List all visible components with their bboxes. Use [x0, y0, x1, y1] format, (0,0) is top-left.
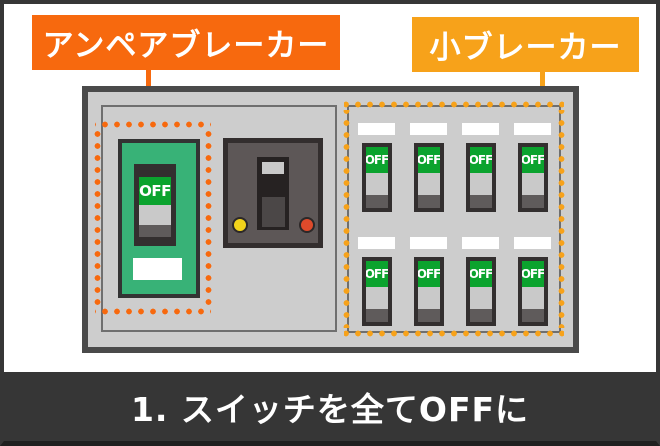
small-breaker-switch: OFF — [361, 143, 392, 212]
small-breakers-row-2: OFF OFF OFF — [358, 237, 551, 326]
main-breaker-red-indicator — [299, 217, 315, 233]
main-breaker-switch-housing — [257, 157, 289, 230]
small-breaker-4: OFF — [514, 123, 551, 212]
small-breaker-toggle-mid — [521, 173, 544, 195]
ampere-breaker-switch-housing: OFF — [134, 164, 176, 246]
small-breaker-1: OFF — [358, 123, 395, 212]
small-breaker-switch: OFF — [465, 257, 496, 326]
small-breaker-off-label: OFF — [521, 147, 544, 173]
small-breaker-switch: OFF — [413, 257, 444, 326]
small-breaker-switch: OFF — [517, 257, 548, 326]
small-breaker-toggle-low — [417, 195, 440, 208]
small-breaker-8: OFF — [514, 237, 551, 326]
small-breaker-switch: OFF — [361, 257, 392, 326]
main-breaker — [223, 138, 323, 248]
small-breaker-nameplate — [462, 237, 499, 249]
small-breaker-off-label: OFF — [417, 147, 440, 173]
small-breaker-toggle-low — [417, 309, 440, 322]
small-breaker-off-label: OFF — [365, 147, 388, 173]
small-breaker-toggle-mid — [469, 287, 492, 309]
small-breaker-off-label: OFF — [365, 261, 388, 287]
small-breaker-nameplate — [358, 123, 395, 135]
small-breaker-nameplate — [410, 123, 447, 135]
small-breaker-nameplate — [514, 237, 551, 249]
small-breaker-2: OFF — [410, 123, 447, 212]
small-breaker-toggle-low — [365, 309, 388, 322]
ampere-breaker-off-switch: OFF — [139, 177, 171, 205]
main-breaker-switch-block — [262, 197, 285, 227]
small-breaker-7: OFF — [462, 237, 499, 326]
ampere-breaker-nameplate — [133, 258, 182, 280]
small-breaker-nameplate — [358, 237, 395, 249]
main-breaker-toggle — [262, 162, 284, 174]
small-breaker-callout: 小ブレーカー — [412, 17, 639, 72]
small-breaker-nameplate — [514, 123, 551, 135]
step-caption-bar: 1. スイッチを全てOFFに — [4, 372, 656, 441]
ampere-breaker-toggle-low — [139, 225, 171, 237]
small-breaker-toggle-mid — [365, 287, 388, 309]
small-breaker-toggle-mid — [469, 173, 492, 195]
small-breaker-switch: OFF — [413, 143, 444, 212]
small-breaker-nameplate — [462, 123, 499, 135]
step-caption-text: 1. スイッチを全てOFFに — [130, 389, 530, 429]
distribution-board: OFF — [82, 86, 579, 353]
left-mounting-plate — [101, 105, 337, 332]
small-breaker-off-label: OFF — [469, 147, 492, 173]
ampere-breaker-callout: アンペアブレーカー — [32, 15, 340, 70]
small-breaker-toggle-low — [469, 309, 492, 322]
small-breakers-row-1: OFF OFF OFF — [358, 123, 551, 212]
small-breaker-off-label: OFF — [521, 261, 544, 287]
small-breaker-toggle-low — [521, 195, 544, 208]
small-breaker-toggle-mid — [365, 173, 388, 195]
small-callout-connector-line — [540, 72, 545, 99]
dotted-edge — [94, 130, 101, 306]
ampere-breaker: OFF — [118, 139, 200, 298]
small-breaker-toggle-mid — [417, 173, 440, 195]
small-breaker-3: OFF — [462, 123, 499, 212]
small-breaker-nameplate — [410, 237, 447, 249]
small-breaker-off-label: OFF — [417, 261, 440, 287]
small-breaker-switch: OFF — [517, 143, 548, 212]
small-breaker-toggle-low — [365, 195, 388, 208]
small-breaker-toggle-mid — [417, 287, 440, 309]
small-breaker-toggle-mid — [521, 287, 544, 309]
small-breaker-off-label: OFF — [469, 261, 492, 287]
small-breaker-6: OFF — [410, 237, 447, 326]
main-breaker-yellow-indicator — [232, 217, 248, 233]
ampere-breaker-callout-text: アンペアブレーカー — [42, 28, 330, 64]
small-breaker-toggle-low — [469, 195, 492, 208]
small-breaker-switch: OFF — [465, 143, 496, 212]
small-breaker-callout-text: 小ブレーカー — [429, 30, 622, 66]
small-breaker-5: OFF — [358, 237, 395, 326]
ampere-breaker-toggle-mid — [139, 205, 171, 225]
small-breaker-toggle-low — [521, 309, 544, 322]
ampere-breaker-off-label: OFF — [139, 182, 171, 200]
